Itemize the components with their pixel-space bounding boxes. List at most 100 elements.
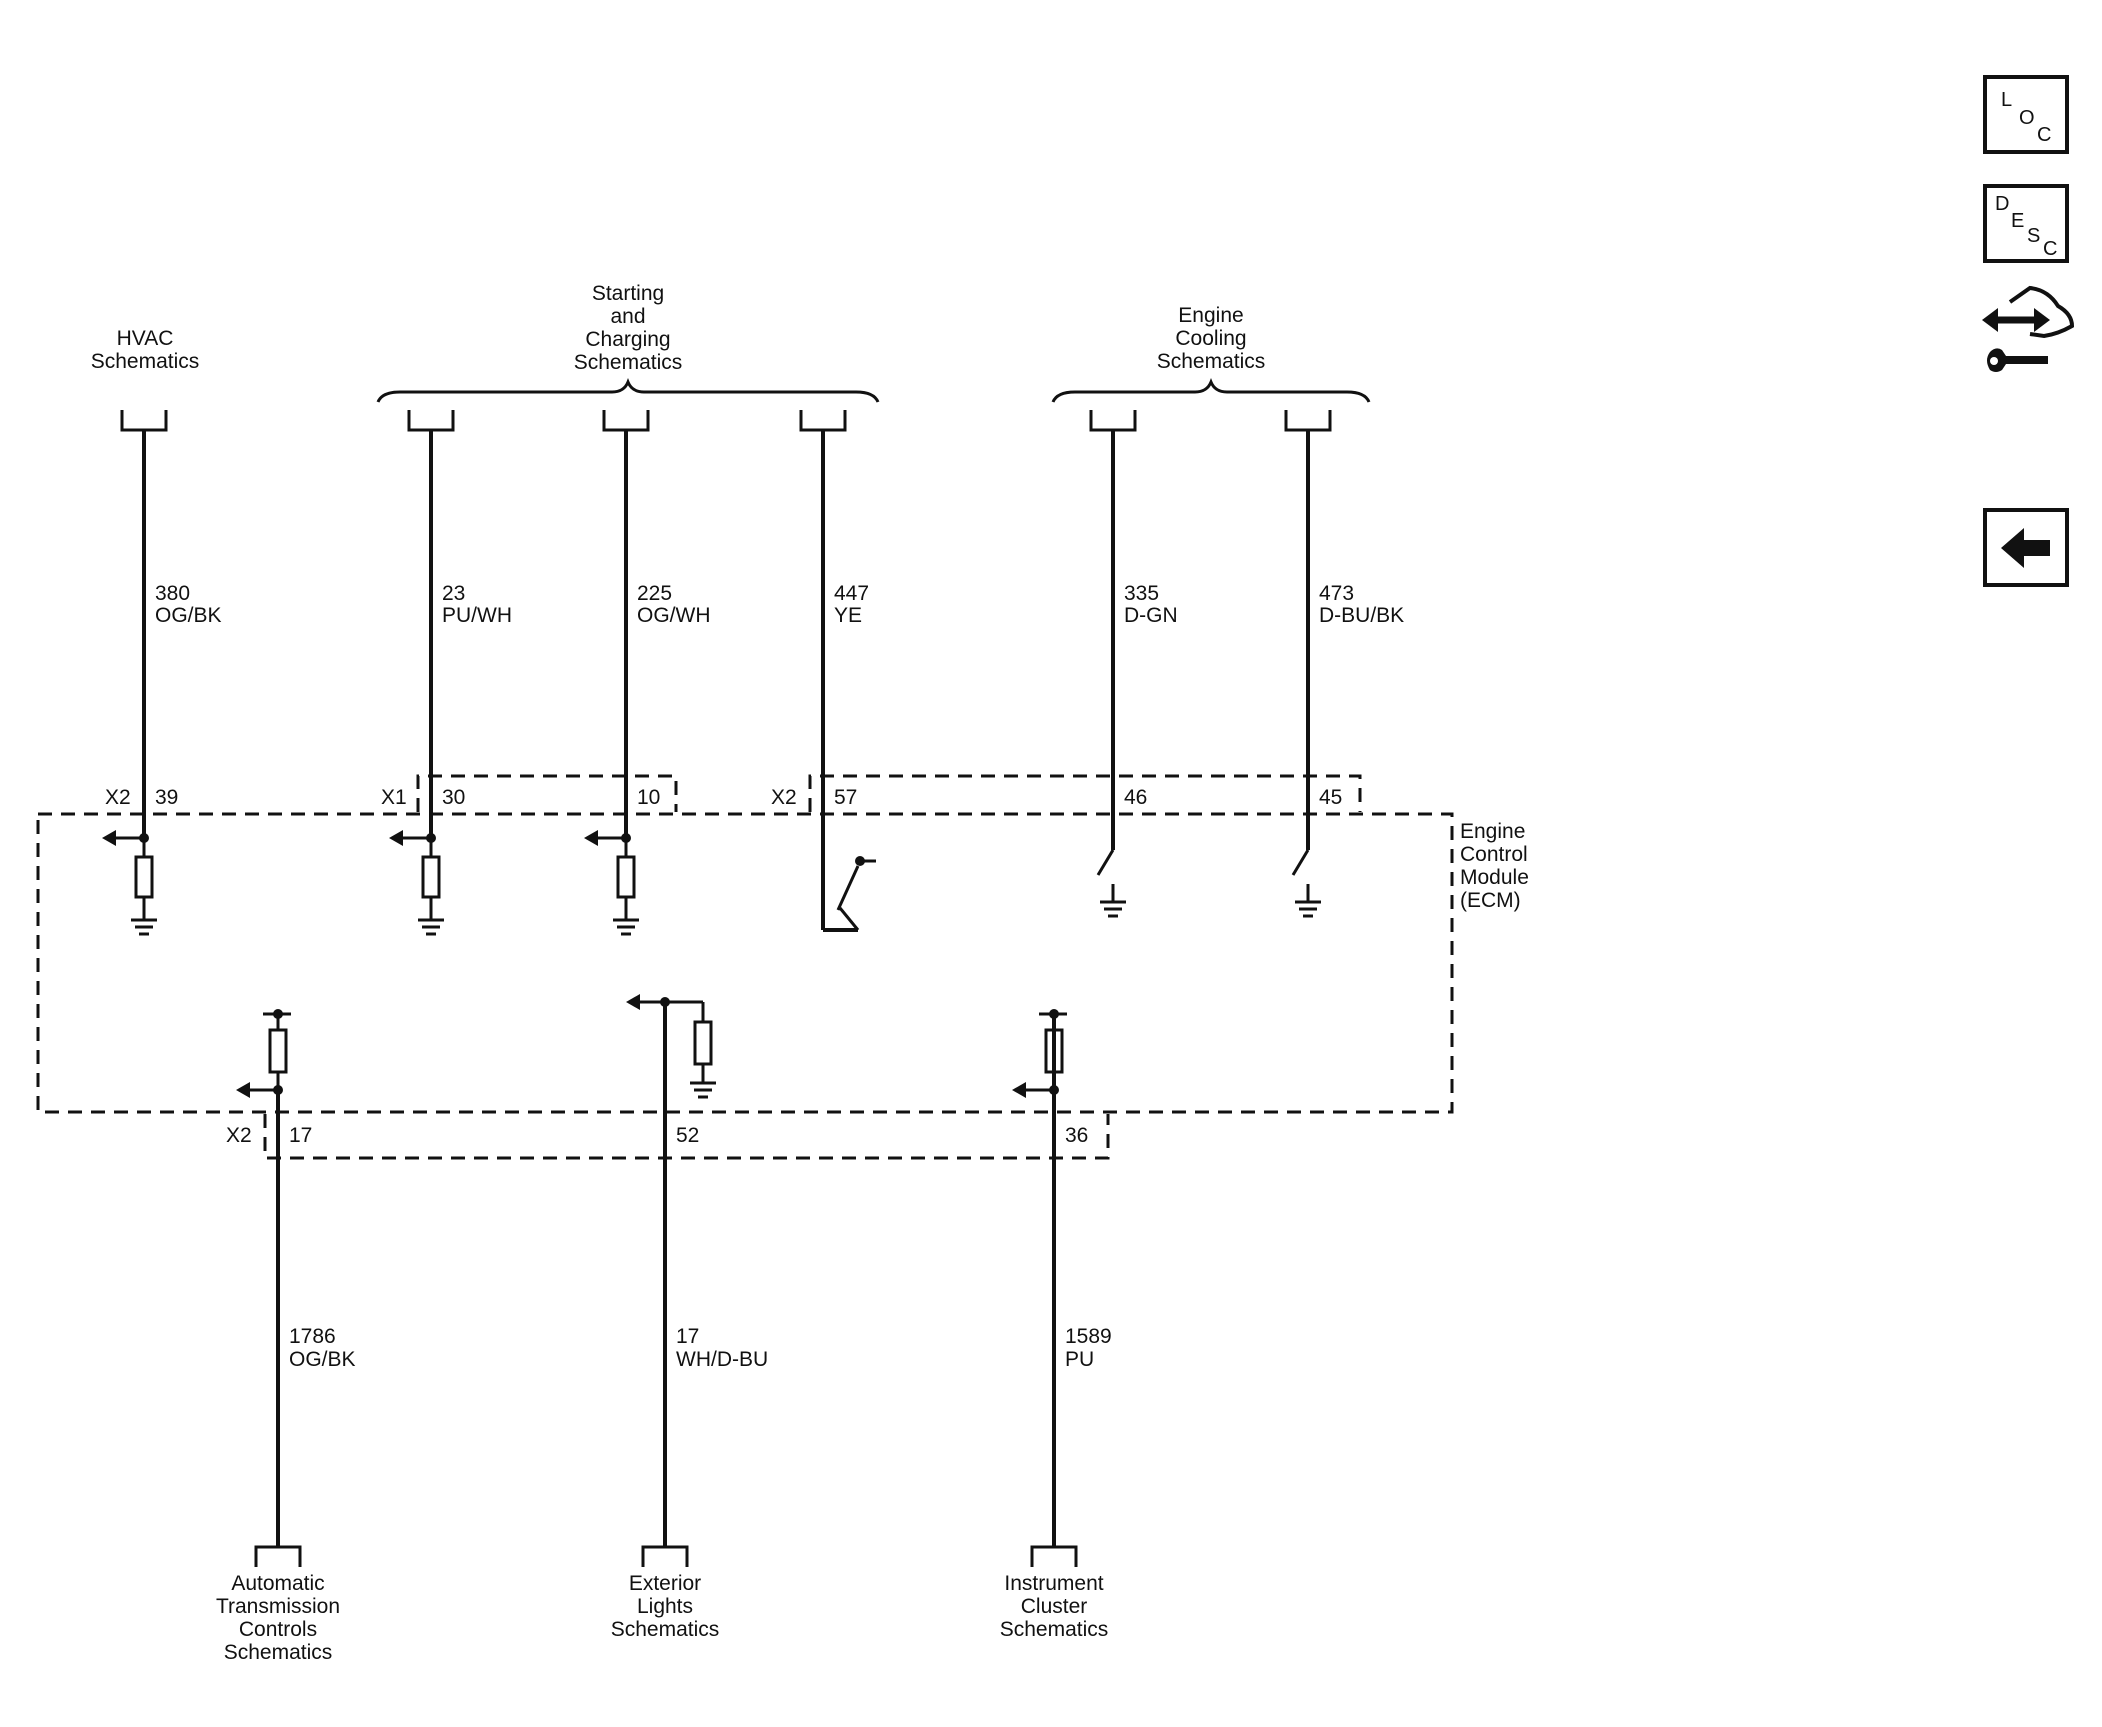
dest-label-line: Schematics [91, 350, 200, 373]
svg-text:335: 335 [1124, 582, 1159, 605]
bottom-destination-instrument-cluster[interactable]: Instrument Cluster Schematics [1000, 1572, 1109, 1641]
pin-number: 46 [1124, 786, 1147, 809]
loc-letter: C [2037, 124, 2051, 146]
bottom-destination-exterior-lights[interactable]: Exterior Lights Schematics [611, 1572, 720, 1641]
dest-label-line: Lights [637, 1595, 693, 1618]
connector-outline-x1 [416, 774, 678, 812]
connector-id: X1 [381, 786, 407, 809]
svg-text:D-GN: D-GN [1124, 604, 1178, 627]
internal-input-23 [389, 830, 444, 936]
dest-label-line: and [610, 305, 645, 328]
dest-label-line: Charging [585, 328, 670, 351]
desc-button[interactable]: D E S C [1983, 184, 2069, 263]
group-brace-cooling [1051, 377, 1371, 403]
svg-text:380: 380 [155, 582, 190, 605]
pin-number: 39 [155, 786, 178, 809]
internal-input-380 [102, 830, 157, 936]
dest-label-line: Transmission [216, 1595, 340, 1618]
svg-text:1786: 1786 [289, 1325, 336, 1348]
svg-text:17: 17 [676, 1325, 699, 1348]
pin-number: 17 [289, 1124, 312, 1147]
dest-label-line: Exterior [629, 1572, 701, 1595]
connector-id: X2 [226, 1124, 252, 1147]
dest-label-line: Controls [239, 1618, 317, 1641]
top-connector-labels: X2 39 X1 30 10 X2 57 46 45 [105, 786, 1342, 809]
dest-label-line: Schematics [574, 351, 683, 374]
svg-text:23: 23 [442, 582, 465, 605]
back-button[interactable] [1983, 508, 2069, 587]
svg-text:OG/BK: OG/BK [155, 604, 222, 627]
desc-letter: S [2027, 225, 2040, 247]
desc-letter: D [1995, 193, 2009, 215]
pin-number: 45 [1319, 786, 1342, 809]
svg-text:Control: Control [1460, 843, 1528, 866]
desc-letter: E [2011, 210, 2024, 232]
svg-text:447: 447 [834, 582, 869, 605]
connector-outline-x2-bottom [263, 1114, 1110, 1160]
dest-label-line: Engine [1178, 304, 1243, 327]
top-destination-hvac[interactable]: HVAC Schematics [91, 327, 200, 373]
connector-outline-x2-top [808, 774, 1362, 812]
internal-input-17 [626, 994, 716, 1099]
svg-text:PU/WH: PU/WH [442, 604, 512, 627]
back-arrow-icon [2001, 528, 2050, 568]
dest-label-line: HVAC [117, 327, 174, 350]
top-wires [120, 410, 1332, 930]
svg-text:PU: PU [1065, 1348, 1094, 1371]
loc-letter: L [2001, 89, 2012, 111]
desc-letter: C [2043, 238, 2057, 260]
loc-letter: O [2019, 107, 2035, 129]
svg-text:OG/WH: OG/WH [637, 604, 711, 627]
bottom-connector-labels: X2 17 52 36 [226, 1124, 1088, 1147]
dest-label-line: Schematics [224, 1641, 333, 1664]
dest-label-line: Schematics [1157, 350, 1266, 373]
connector-id: X2 [105, 786, 131, 809]
connector-id: X2 [771, 786, 797, 809]
svg-text:473: 473 [1319, 582, 1354, 605]
dest-label-line: Starting [592, 282, 664, 305]
dest-label-line: Instrument [1004, 1572, 1103, 1595]
top-destination-starting-charging[interactable]: Starting and Charging Schematics [574, 282, 683, 374]
bottom-destination-transmission[interactable]: Automatic Transmission Controls Schemati… [216, 1572, 340, 1664]
svg-text:Engine: Engine [1460, 820, 1525, 843]
internal-switch-335 [1096, 849, 1126, 918]
connector-repair-button[interactable] [1982, 285, 2075, 372]
internal-switch-473 [1291, 849, 1321, 918]
svg-text:1589: 1589 [1065, 1325, 1112, 1348]
dest-label-line: Schematics [1000, 1618, 1109, 1641]
svg-text:YE: YE [834, 604, 862, 627]
top-destination-engine-cooling[interactable]: Engine Cooling Schematics [1157, 304, 1266, 373]
pin-number: 52 [676, 1124, 699, 1147]
svg-text:WH/D-BU: WH/D-BU [676, 1348, 768, 1371]
group-brace-starting [376, 377, 880, 403]
dest-label-line: Cooling [1175, 327, 1246, 350]
ecm-module-label[interactable]: Engine Control Module (ECM) [1460, 820, 1529, 912]
svg-text:Module: Module [1460, 866, 1529, 889]
internal-input-1786 [236, 1009, 291, 1098]
connector-repair-icon [1982, 285, 2075, 372]
pin-number: 30 [442, 786, 465, 809]
loc-button[interactable]: L O C [1983, 75, 2069, 154]
svg-text:225: 225 [637, 582, 672, 605]
dest-label-line: Cluster [1021, 1595, 1088, 1618]
dest-label-line: Automatic [231, 1572, 324, 1595]
svg-text:OG/BK: OG/BK [289, 1348, 356, 1371]
pin-number: 10 [637, 786, 660, 809]
svg-text:(ECM): (ECM) [1460, 889, 1521, 912]
internal-input-1589 [1012, 1009, 1067, 1098]
pin-number: 57 [834, 786, 857, 809]
dest-label-line: Schematics [611, 1618, 720, 1641]
svg-text:D-BU/BK: D-BU/BK [1319, 604, 1404, 627]
pin-number: 36 [1065, 1124, 1088, 1147]
ecm-module-boundary [36, 812, 1454, 1114]
